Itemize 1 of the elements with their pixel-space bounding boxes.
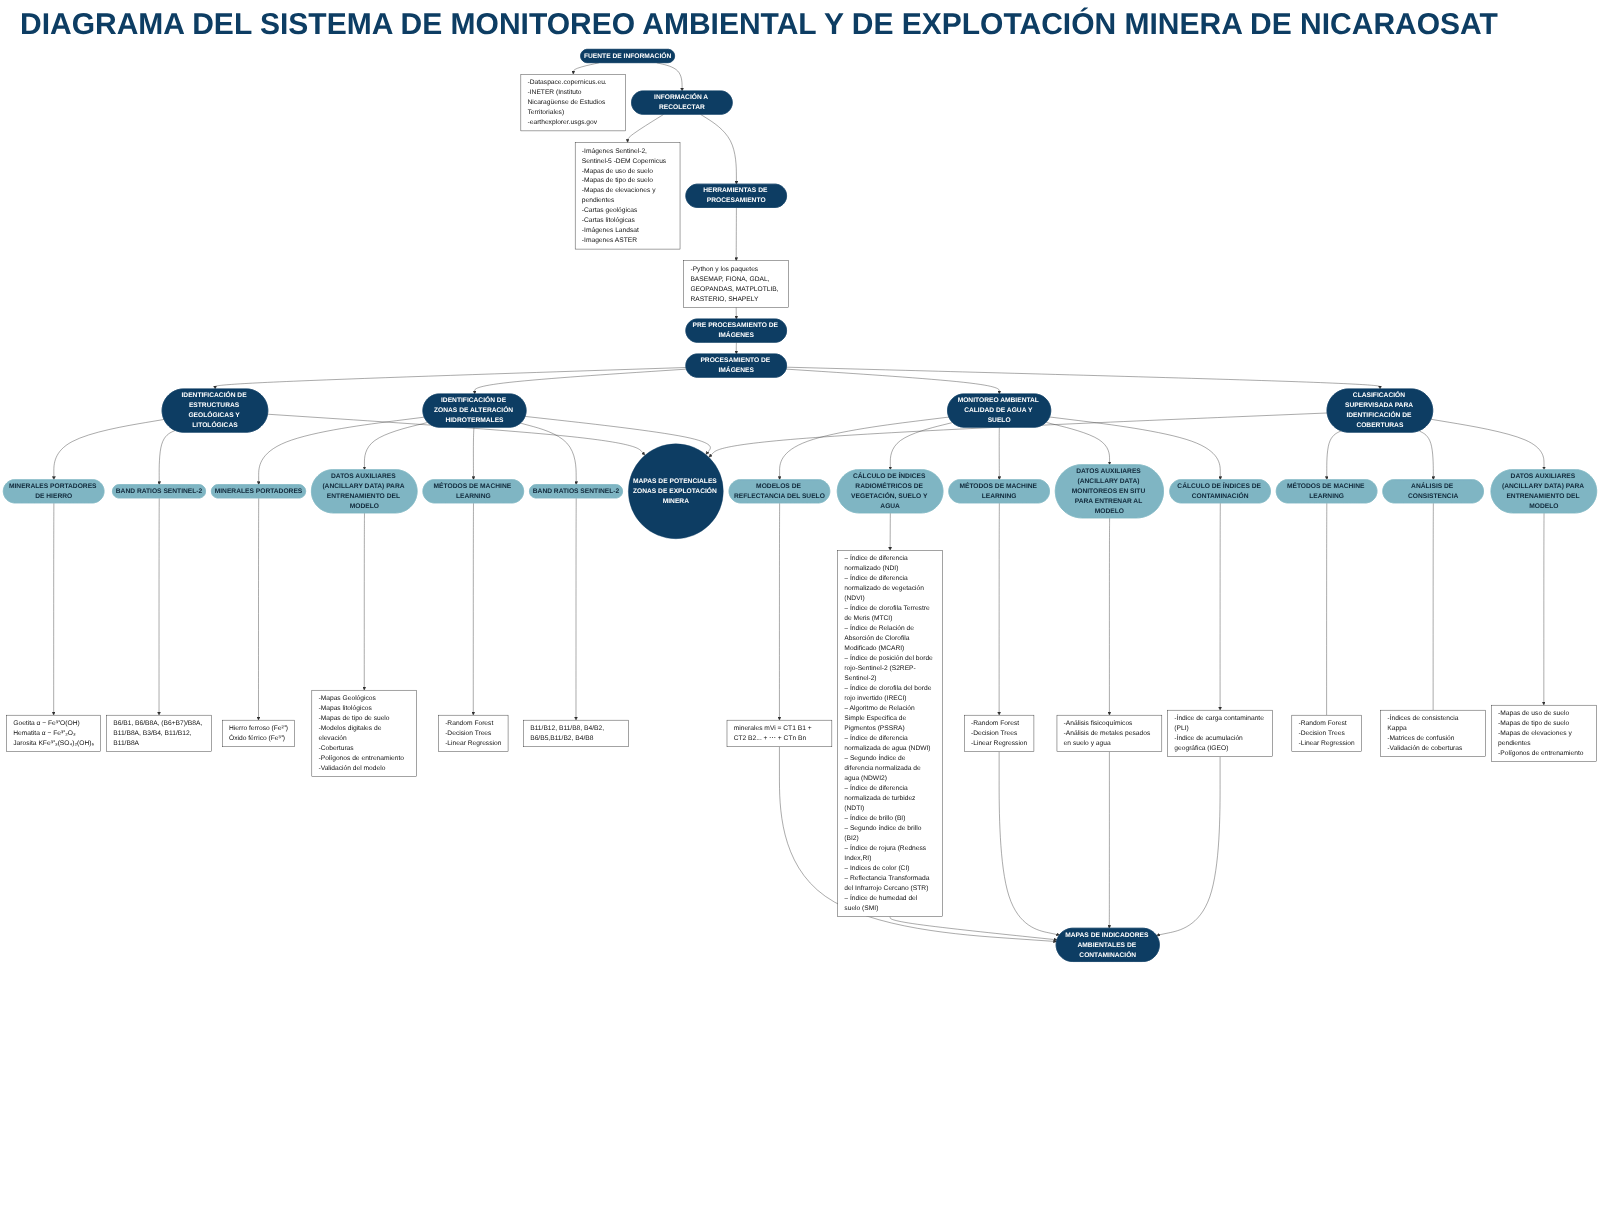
diagram-title: DIAGRAMA DEL SISTEMA DE MONITOREO AMBIENTAL Y DE EXPLOTACIÓN MINERA DE NICARAOSAT xyxy=(20,8,1500,42)
